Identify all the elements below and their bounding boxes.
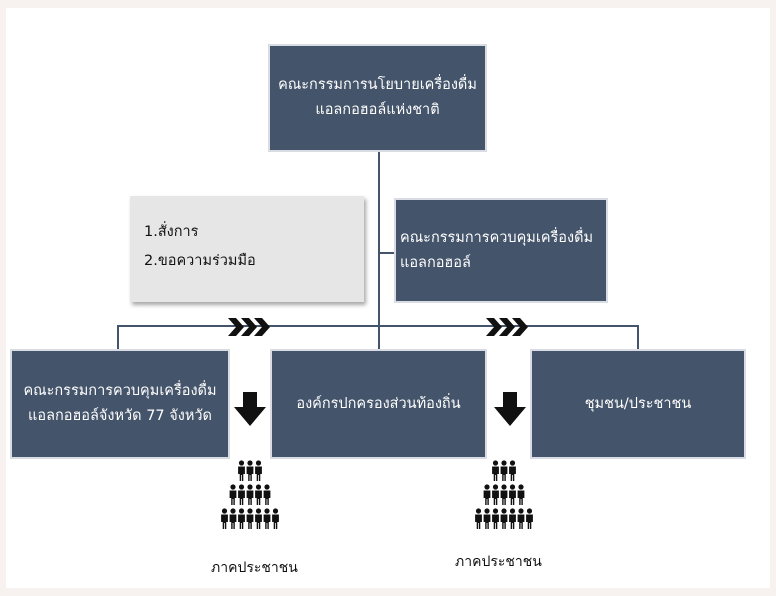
person-figure [517,508,525,529]
provincial-committee-line-2: แอลกอฮอล์จังหวัด 77 จังหวัด [28,408,212,424]
person-figure [526,508,533,529]
local-government-label: องค์กรปกครองส่วนท้องถิ่น [296,395,461,412]
national-committee-line-1: คณะกรรมการนโยบายเครื่องดื่ม [278,77,477,94]
person-figure [483,508,491,529]
note-line-cooperation: 2.ขอความร่วมมือ [144,253,256,269]
connector-right-drop [637,325,639,351]
provincial-committee-line-1: คณะกรรมการควบคุมเครื่องดื่ม [23,383,217,400]
connector-horizontal-bus [117,325,639,327]
people-pyramid-icon [221,460,279,529]
connector-vertical-main [378,150,380,350]
arrow-down-icon [234,392,266,426]
connector-left-drop [117,325,119,351]
person-figure [238,484,245,505]
national-committee-box: คณะกรรมการนโยบายเครื่องดื่ม แอลกอฮอล์แห่… [270,46,485,150]
person-figure [483,484,491,505]
provincial-committee-box: คณะกรรมการควบคุมเครื่องดื่ม แอลกอฮอล์จัง… [12,351,228,457]
triple-chevron-right-icon [486,318,528,336]
person-figure [500,508,508,529]
person-figure [500,460,508,481]
person-figure [229,484,237,505]
person-figure [263,508,271,529]
connector-control-committee [378,252,396,254]
public-sector-caption-left: ภาคประชาชน [211,560,298,576]
person-figure [509,484,516,505]
person-figure [238,460,245,481]
person-figure [263,484,271,505]
note-line-command: 1.สั่งการ [144,224,199,240]
org-chart-canvas: คณะกรรมการนโยบายเครื่องดื่ม แอลกอฮอล์แห่… [6,8,770,588]
person-figure [229,508,237,529]
person-figure [255,484,262,505]
person-figure [255,460,262,481]
community-box: ชุมชน/ประชาชน [532,351,744,457]
person-figure [238,508,245,529]
person-figure [509,508,516,529]
person-figure [246,460,254,481]
control-committee-box: คณะกรรมการควบคุมเครื่องดื่ม แอลกอฮอล์ [396,200,606,301]
community-label: ชุมชน/ประชาชน [584,395,692,412]
public-sector-caption-right: ภาคประชาชน [455,554,542,570]
person-figure [492,460,499,481]
person-figure [272,508,279,529]
local-government-box: องค์กรปกครองส่วนท้องถิ่น [272,351,485,457]
person-figure [492,508,499,529]
person-figure [221,508,228,529]
person-figure [255,508,262,529]
triple-chevron-right-icon [228,318,270,336]
people-pyramid-icon [475,460,533,529]
person-figure [517,484,525,505]
control-committee-line-2: แอลกอฮอล์ [400,254,471,271]
arrow-down-icon [494,392,526,426]
person-figure [246,508,254,529]
instruction-note: 1.สั่งการ 2.ขอความร่วมมือ [130,196,364,302]
person-figure [475,508,482,529]
person-figure [492,484,499,505]
person-figure [246,484,254,505]
person-figure [509,460,516,481]
national-committee-line-2: แอลกอฮอล์แห่งชาติ [315,102,440,118]
control-committee-line-1: คณะกรรมการควบคุมเครื่องดื่ม [400,229,594,246]
person-figure [500,484,508,505]
